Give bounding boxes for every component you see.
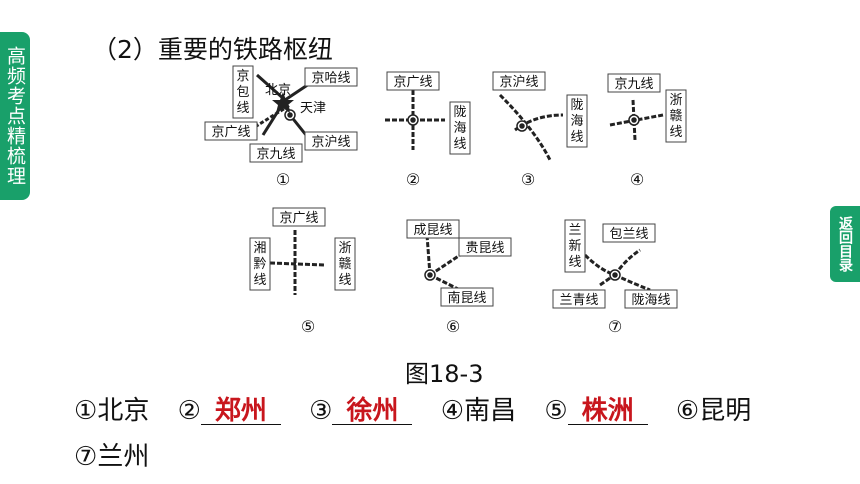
hub-number-7: ⑦ [608,317,622,336]
svg-text:线: 线 [338,273,351,288]
svg-text:京广线: 京广线 [211,125,250,140]
svg-text:京广线: 京广线 [279,211,318,226]
svg-text:贵昆线: 贵昆线 [465,241,504,256]
svg-text:赣: 赣 [669,109,682,124]
svg-text:线: 线 [568,255,581,270]
svg-text:陇: 陇 [453,105,466,120]
svg-text:京哈线: 京哈线 [311,71,350,86]
answer-blank: 株洲 [567,398,648,425]
hub-number-2: ② [406,170,420,189]
svg-text:天津: 天津 [300,101,326,116]
answer-7: ⑦兰州 [74,442,150,472]
answer-blank: 徐州 [332,398,413,425]
label-jingbao: 京 [236,69,249,84]
hub-number-1: ① [276,170,290,189]
svg-text:陇: 陇 [570,98,583,113]
answer-line-2: ⑦兰州 [74,436,169,473]
svg-text:包兰线: 包兰线 [609,227,648,242]
answer-blank: 郑州 [200,398,281,425]
svg-text:京沪线: 京沪线 [499,74,538,90]
svg-text:线: 线 [453,137,466,152]
svg-text:浙: 浙 [338,241,351,256]
svg-text:线: 线 [236,101,249,116]
back-to-contents-button[interactable]: 返回目录 [830,206,860,282]
hub-number-3: ③ [521,170,535,189]
answer-4: ④南昌 [440,396,517,426]
svg-text:成昆线: 成昆线 [413,223,452,238]
svg-text:京广线: 京广线 [393,75,432,90]
svg-text:京沪线: 京沪线 [311,134,350,150]
svg-text:京九线: 京九线 [614,77,653,92]
figure-caption: 图18-3 [405,360,484,388]
svg-text:湘: 湘 [253,241,266,256]
answer-6: ⑥昆明 [675,396,752,426]
svg-text:京九线: 京九线 [256,147,295,162]
svg-text:北京: 北京 [265,83,291,98]
section-heading: （2）重要的铁路枢纽 [92,35,333,64]
svg-text:线: 线 [253,273,266,288]
svg-text:兰: 兰 [568,223,581,238]
svg-text:兰青线: 兰青线 [559,293,598,308]
sidebar-tab[interactable]: 高频考点精梳理 [0,32,30,200]
railway-hub-diagram: 京 包 线 北京 京哈线 天津 京广线 京沪线 京九线 京广线 陇 海 线 京沪… [204,65,687,336]
svg-text:包: 包 [236,85,249,100]
svg-text:南昆线: 南昆线 [447,290,486,306]
svg-text:陇海线: 陇海线 [631,293,670,308]
svg-text:线: 线 [570,130,583,145]
svg-text:线: 线 [669,125,682,140]
hub-number-4: ④ [630,170,644,189]
svg-text:海: 海 [570,114,583,129]
svg-text:浙: 浙 [669,93,682,108]
hub-number-5: ⑤ [301,317,315,336]
svg-text:黔: 黔 [253,257,266,272]
answer-1: ①北京 [74,396,150,426]
svg-text:新: 新 [568,238,581,254]
hub-number-6: ⑥ [446,317,460,336]
svg-text:海: 海 [453,121,466,136]
svg-text:赣: 赣 [338,257,351,272]
